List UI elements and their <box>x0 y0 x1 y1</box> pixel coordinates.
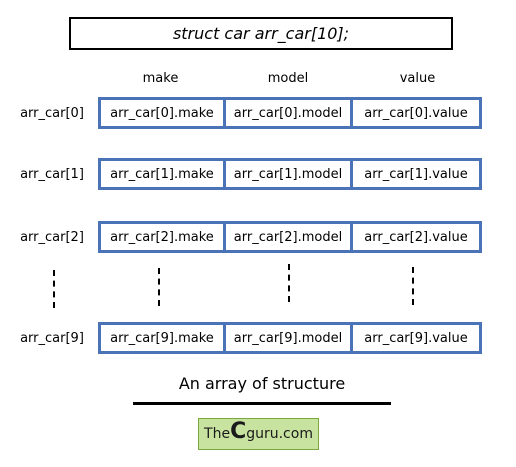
logo-suffix: guru.com <box>246 426 313 442</box>
struct-row: arr_car[1].make arr_car[1].model arr_car… <box>98 158 482 190</box>
ellipsis-dash <box>53 270 55 308</box>
struct-row: arr_car[2].make arr_car[2].model arr_car… <box>98 221 482 253</box>
caption-underline <box>133 402 391 405</box>
column-header-model: model <box>267 71 309 86</box>
row-label: arr_car[1] <box>20 166 84 182</box>
struct-cell-value: arr_car[0].value <box>364 105 468 121</box>
logo-big-c: C <box>230 419 247 444</box>
row-label: arr_car[2] <box>20 229 84 245</box>
struct-cell-value: arr_car[1].value <box>364 166 468 182</box>
struct-declaration-text: struct car arr_car[10]; <box>172 24 350 43</box>
struct-row: arr_car[9].make arr_car[9].model arr_car… <box>98 322 482 354</box>
ellipsis-dash <box>412 267 414 305</box>
struct-cell-value: arr_car[9].value <box>364 330 468 346</box>
struct-cell-make: arr_car[2].make <box>101 224 226 250</box>
struct-row: arr_car[0].make arr_car[0].model arr_car… <box>98 97 482 129</box>
row-label: arr_car[0] <box>20 105 84 121</box>
struct-cell-make: arr_car[9].make <box>101 325 226 351</box>
struct-cell-make: arr_car[1].make <box>101 161 226 187</box>
struct-cell-model: arr_car[1].model <box>226 161 353 187</box>
struct-cell-model: arr_car[2].model <box>226 224 353 250</box>
ellipsis-dash <box>288 264 290 302</box>
ellipsis-dash <box>158 268 160 306</box>
row-label: arr_car[9] <box>20 330 84 346</box>
struct-declaration-box: struct car arr_car[10]; <box>69 17 453 50</box>
struct-cell-make: arr_car[0].make <box>101 100 226 126</box>
struct-cell-model: arr_car[9].model <box>226 325 353 351</box>
column-header-value: value <box>399 71 436 86</box>
logo-prefix: The <box>204 426 231 442</box>
column-header-make: make <box>142 71 179 86</box>
struct-cell-value: arr_car[2].value <box>364 229 468 245</box>
diagram-caption: An array of structure <box>178 374 346 393</box>
struct-cell-model: arr_car[0].model <box>226 100 353 126</box>
